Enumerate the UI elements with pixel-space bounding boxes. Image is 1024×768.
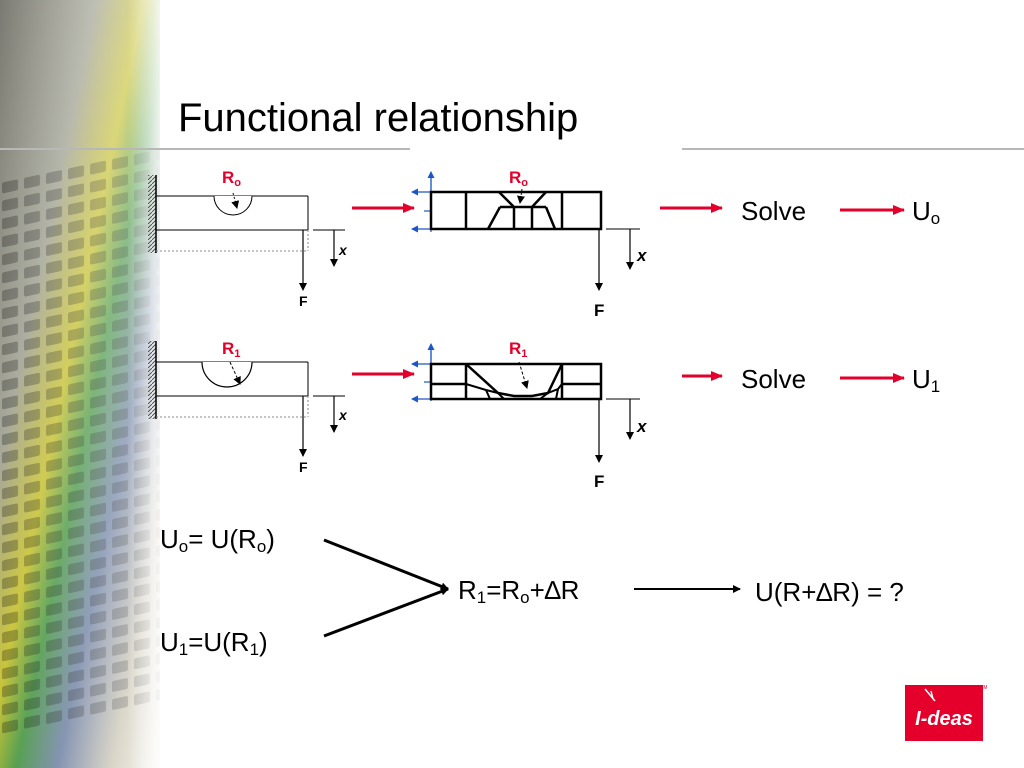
force-label-r1-mesh: F	[594, 472, 605, 491]
radius-label-r1: R1	[222, 339, 241, 360]
disp-label-r1: x	[339, 407, 347, 423]
disp-label-r0: x	[339, 242, 347, 258]
radius-label-r0-mesh: Ro	[509, 168, 529, 189]
cantilever-beam-r1	[148, 341, 309, 419]
background-decoration	[0, 0, 160, 768]
cantilever-beam-r0	[148, 175, 309, 253]
svg-text:I-deas: I-deas	[915, 708, 973, 730]
eq-arrow-upper	[323, 538, 449, 591]
fe-mesh-r0	[411, 171, 603, 233]
fe-mesh-r1	[411, 343, 603, 403]
solve-label-r0: Solve	[741, 196, 807, 226]
radius-label-r1-mesh: R1	[509, 339, 528, 360]
eq-arrow-lower	[323, 587, 449, 638]
equation-question: U(R+∆R) = ?	[755, 577, 904, 607]
equation-u1: U1=U(R1)	[160, 627, 268, 660]
displacement-arrow-r0	[313, 229, 345, 267]
force-label-r1: F	[299, 459, 308, 475]
result-label-r1: U1	[912, 364, 941, 397]
ideas-logo: I-deas TM	[905, 685, 987, 741]
svg-text:TM: TM	[980, 685, 987, 691]
equation-u0: Uo= U(Ro)	[160, 524, 275, 557]
radius-label-r0: Ro	[222, 168, 242, 189]
force-arrow-r0-mesh	[595, 228, 640, 291]
solve-label-r1: Solve	[741, 364, 807, 394]
disp-label-r1-mesh: x	[637, 417, 647, 436]
force-label-r0: F	[299, 293, 308, 309]
disp-label-r0-mesh: x	[637, 246, 647, 265]
displacement-arrow-r1	[313, 395, 345, 433]
force-label-r0-mesh: F	[594, 301, 605, 320]
slide-title: Functional relationship	[178, 96, 579, 140]
equation-relation: R1=Ro+∆R	[458, 575, 580, 608]
force-arrow-r1-mesh	[595, 398, 640, 463]
result-label-r0: Uo	[912, 196, 941, 229]
